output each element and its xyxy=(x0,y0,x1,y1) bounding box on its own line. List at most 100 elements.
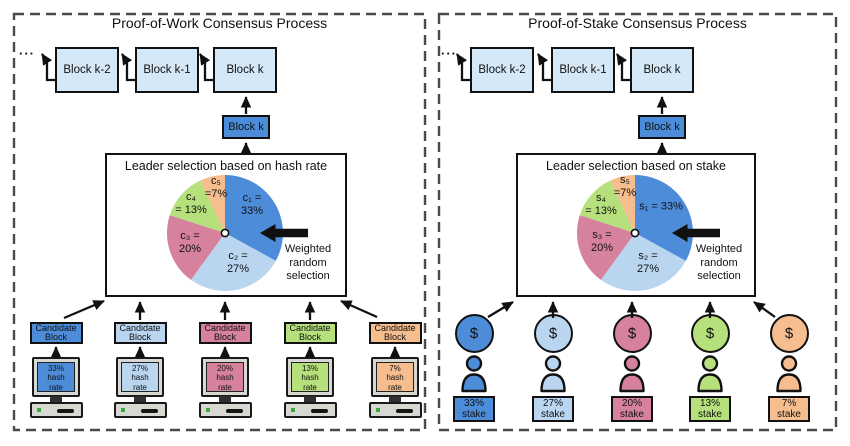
computer-led-3 xyxy=(205,408,210,412)
pow-candidate5-to-box-arrow xyxy=(340,299,378,319)
text-line: Block xyxy=(213,332,236,342)
text-line: hash xyxy=(301,373,319,383)
computer-led-1 xyxy=(36,408,41,412)
text-line: Block xyxy=(128,332,151,342)
text-line: 27% xyxy=(131,364,148,373)
text-line: c₃ = xyxy=(180,230,200,242)
pow-weighted-line1: Weighted xyxy=(284,243,332,255)
pow-pie-label-c5: c₅=7% xyxy=(205,175,227,201)
person-head xyxy=(544,355,562,372)
pos-weighted-line3: selection xyxy=(697,270,741,282)
text-line: hash xyxy=(131,373,149,383)
computer-drive-slot-2 xyxy=(140,409,158,413)
text-line: 7% xyxy=(389,364,401,373)
text-line: rate xyxy=(388,382,402,392)
pos-pie-label-s3: s₃ =20% xyxy=(591,229,613,255)
text-line: rate xyxy=(133,382,147,392)
pow-pie-label-c4: c₄= 13% xyxy=(175,191,207,217)
text-line: 27% xyxy=(542,397,563,409)
stake-box-2: 27%stake xyxy=(532,396,574,422)
text-line: stake xyxy=(462,409,486,420)
person-body xyxy=(540,373,566,393)
stake-box-5: 7%stake xyxy=(768,396,810,422)
text-line: stake xyxy=(777,409,801,420)
text-line: =7% xyxy=(613,187,637,199)
person-head xyxy=(623,355,641,372)
person-body xyxy=(461,373,487,393)
person-body xyxy=(776,373,802,393)
computer-drive-slot-1 xyxy=(56,409,74,413)
text-line: rate xyxy=(49,382,63,392)
person-icon-2 xyxy=(540,355,566,393)
pos-weighted-random-note: Weighted random selection xyxy=(669,243,769,284)
pos-chain-ellipsis: ··· xyxy=(441,46,457,61)
pow-panel-title: Proof-of-Work Consensus Process xyxy=(111,15,328,31)
computer-case-4 xyxy=(283,402,337,418)
pos-panel-title: Proof-of-Stake Consensus Process xyxy=(528,15,747,31)
person-icon-1 xyxy=(461,355,487,393)
text-line: rate xyxy=(218,382,232,392)
text-line: 7% xyxy=(781,397,797,409)
stake-dollar-circle-4: $ xyxy=(690,313,730,353)
pos-block-k-2: Block k-2 xyxy=(470,47,534,93)
text-line: s₄ xyxy=(596,192,606,204)
computer-led-4 xyxy=(290,408,295,412)
pow-pie-label-c1: c₁ =33% xyxy=(241,192,263,218)
text-line: 27% xyxy=(226,263,250,275)
text-line: 13% xyxy=(301,364,318,373)
computer-drive-slot-4 xyxy=(310,409,328,413)
pos-pie-label-s1: s₁ = 33% xyxy=(639,201,683,214)
pos-pie-label-s4: s₄= 13% xyxy=(585,192,617,218)
text-line: rate xyxy=(303,382,317,392)
computer-led-2 xyxy=(120,408,125,412)
text-line: hash xyxy=(47,373,65,383)
text-line: 20% xyxy=(216,364,233,373)
pos-weighted-line2: random xyxy=(700,256,738,269)
computer-case-2 xyxy=(113,402,167,418)
computer-case-1 xyxy=(29,402,83,418)
person-head xyxy=(465,355,483,372)
text-line: Block xyxy=(298,332,321,342)
text-line: hash xyxy=(216,373,234,383)
pow-block-k: Block k xyxy=(213,47,277,93)
text-line: c₄ xyxy=(186,191,196,203)
person-body xyxy=(619,373,645,393)
pow-pie-label-c2: c₂ =27% xyxy=(227,250,249,276)
stake-dollar-circle-3: $ xyxy=(612,313,652,353)
text-line: = 13% xyxy=(175,204,207,216)
pow-block-k-1: Block k-1 xyxy=(135,47,199,93)
text-line: 20% xyxy=(590,242,614,254)
text-line: stake xyxy=(541,409,565,420)
pow-leader-selection-title: Leader selection based on hash rate xyxy=(124,159,328,173)
text-line: s₃ = xyxy=(592,229,612,241)
pos-block-k: Block k xyxy=(630,47,694,93)
text-line: 13% xyxy=(699,397,720,409)
person-icon-5 xyxy=(776,355,802,393)
stake-dollar-circle-1: $ xyxy=(454,313,494,353)
text-line: s₂ = xyxy=(638,250,658,262)
text-line: 20% xyxy=(621,397,642,409)
text-line: = 13% xyxy=(585,205,617,217)
pos-weighted-line1: Weighted xyxy=(695,243,743,255)
text-line: Block xyxy=(44,332,67,342)
text-line: 33% xyxy=(240,205,264,217)
text-line: 33% xyxy=(47,364,64,373)
pow-new-block-k: Block k xyxy=(222,115,270,139)
pos-pie-label-s2: s₂ =27% xyxy=(637,250,659,276)
text-line: c₂ = xyxy=(228,250,248,262)
text-line: stake xyxy=(698,409,722,420)
pow-candidate1-to-box-arrow xyxy=(63,299,105,320)
pos-staker1-to-box-arrow xyxy=(487,301,514,318)
computer-led-5 xyxy=(375,408,380,412)
pos-pie-label-s5: s₅=7% xyxy=(614,174,636,200)
pow-pie-label-c3: c₃ =20% xyxy=(179,230,201,256)
pos-block-k-1: Block k-1 xyxy=(551,47,615,93)
